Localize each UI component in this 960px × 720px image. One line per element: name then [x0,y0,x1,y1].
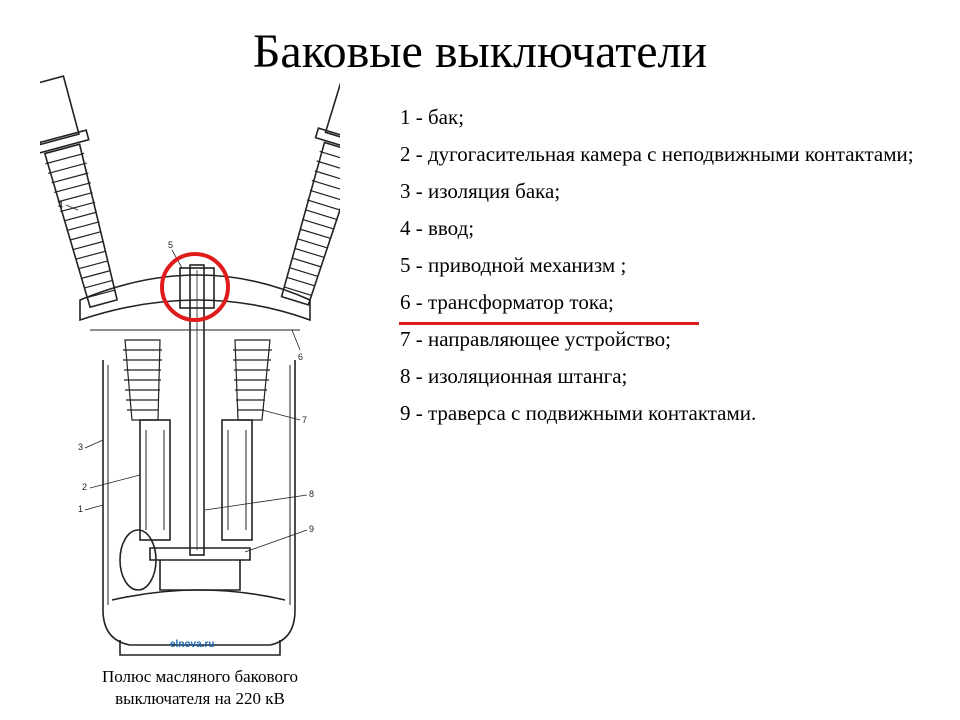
inner-insulators [123,339,272,421]
callout-2: 2 [82,482,87,492]
legend-item-5: 5 - приводной механизм ; [400,253,627,277]
circuit-breaker-drawing: 1 2 3 4 5 6 7 8 9 elnova.ru [40,73,340,656]
left-bushing [40,75,119,309]
legend-item-6: 6 - трансформатор тока; [400,290,614,314]
callout-4: 4 [58,200,63,210]
highlight-underline [399,322,699,325]
arc-chamber-left [139,419,171,541]
insulating-rod [189,264,205,556]
legend-item-4: 4 - ввод; [400,216,475,240]
figure-caption: Полюс масляного бакового выключателя на … [101,667,298,708]
drive-mechanism [179,267,215,309]
arc-chamber-right [221,419,253,541]
callout-5: 5 [168,240,173,250]
callout-1: 1 [78,504,83,514]
traverse [149,547,251,561]
legend-item-9: 9 - траверса с подвижными контактами. [400,401,757,425]
callout-3: 3 [78,442,83,452]
tank-lid [79,274,311,322]
legend-item-3: 3 - изоляция бака; [400,179,561,203]
callout-6: 6 [298,352,303,362]
tank-outline [102,360,296,646]
legend-item-7: 7 - направляющее устройство; [400,327,671,351]
highlight-circle [160,252,230,322]
watermark: elnova.ru [170,639,214,650]
legend-item-2: 2 - дугогасительная камера с неподвижным… [400,142,914,166]
right-bushing [280,73,340,306]
legend-item-8: 8 - изоляционная штанга; [400,364,628,388]
legend-item-1: 1 - бак; [400,105,465,129]
slide-title: Баковые выключатели [252,25,708,78]
callout-9: 9 [309,524,314,534]
callout-7: 7 [302,415,307,425]
component-legend: 1 - бак; 2 - дугогасительная камера с не… [400,103,940,436]
callout-8: 8 [309,489,314,499]
